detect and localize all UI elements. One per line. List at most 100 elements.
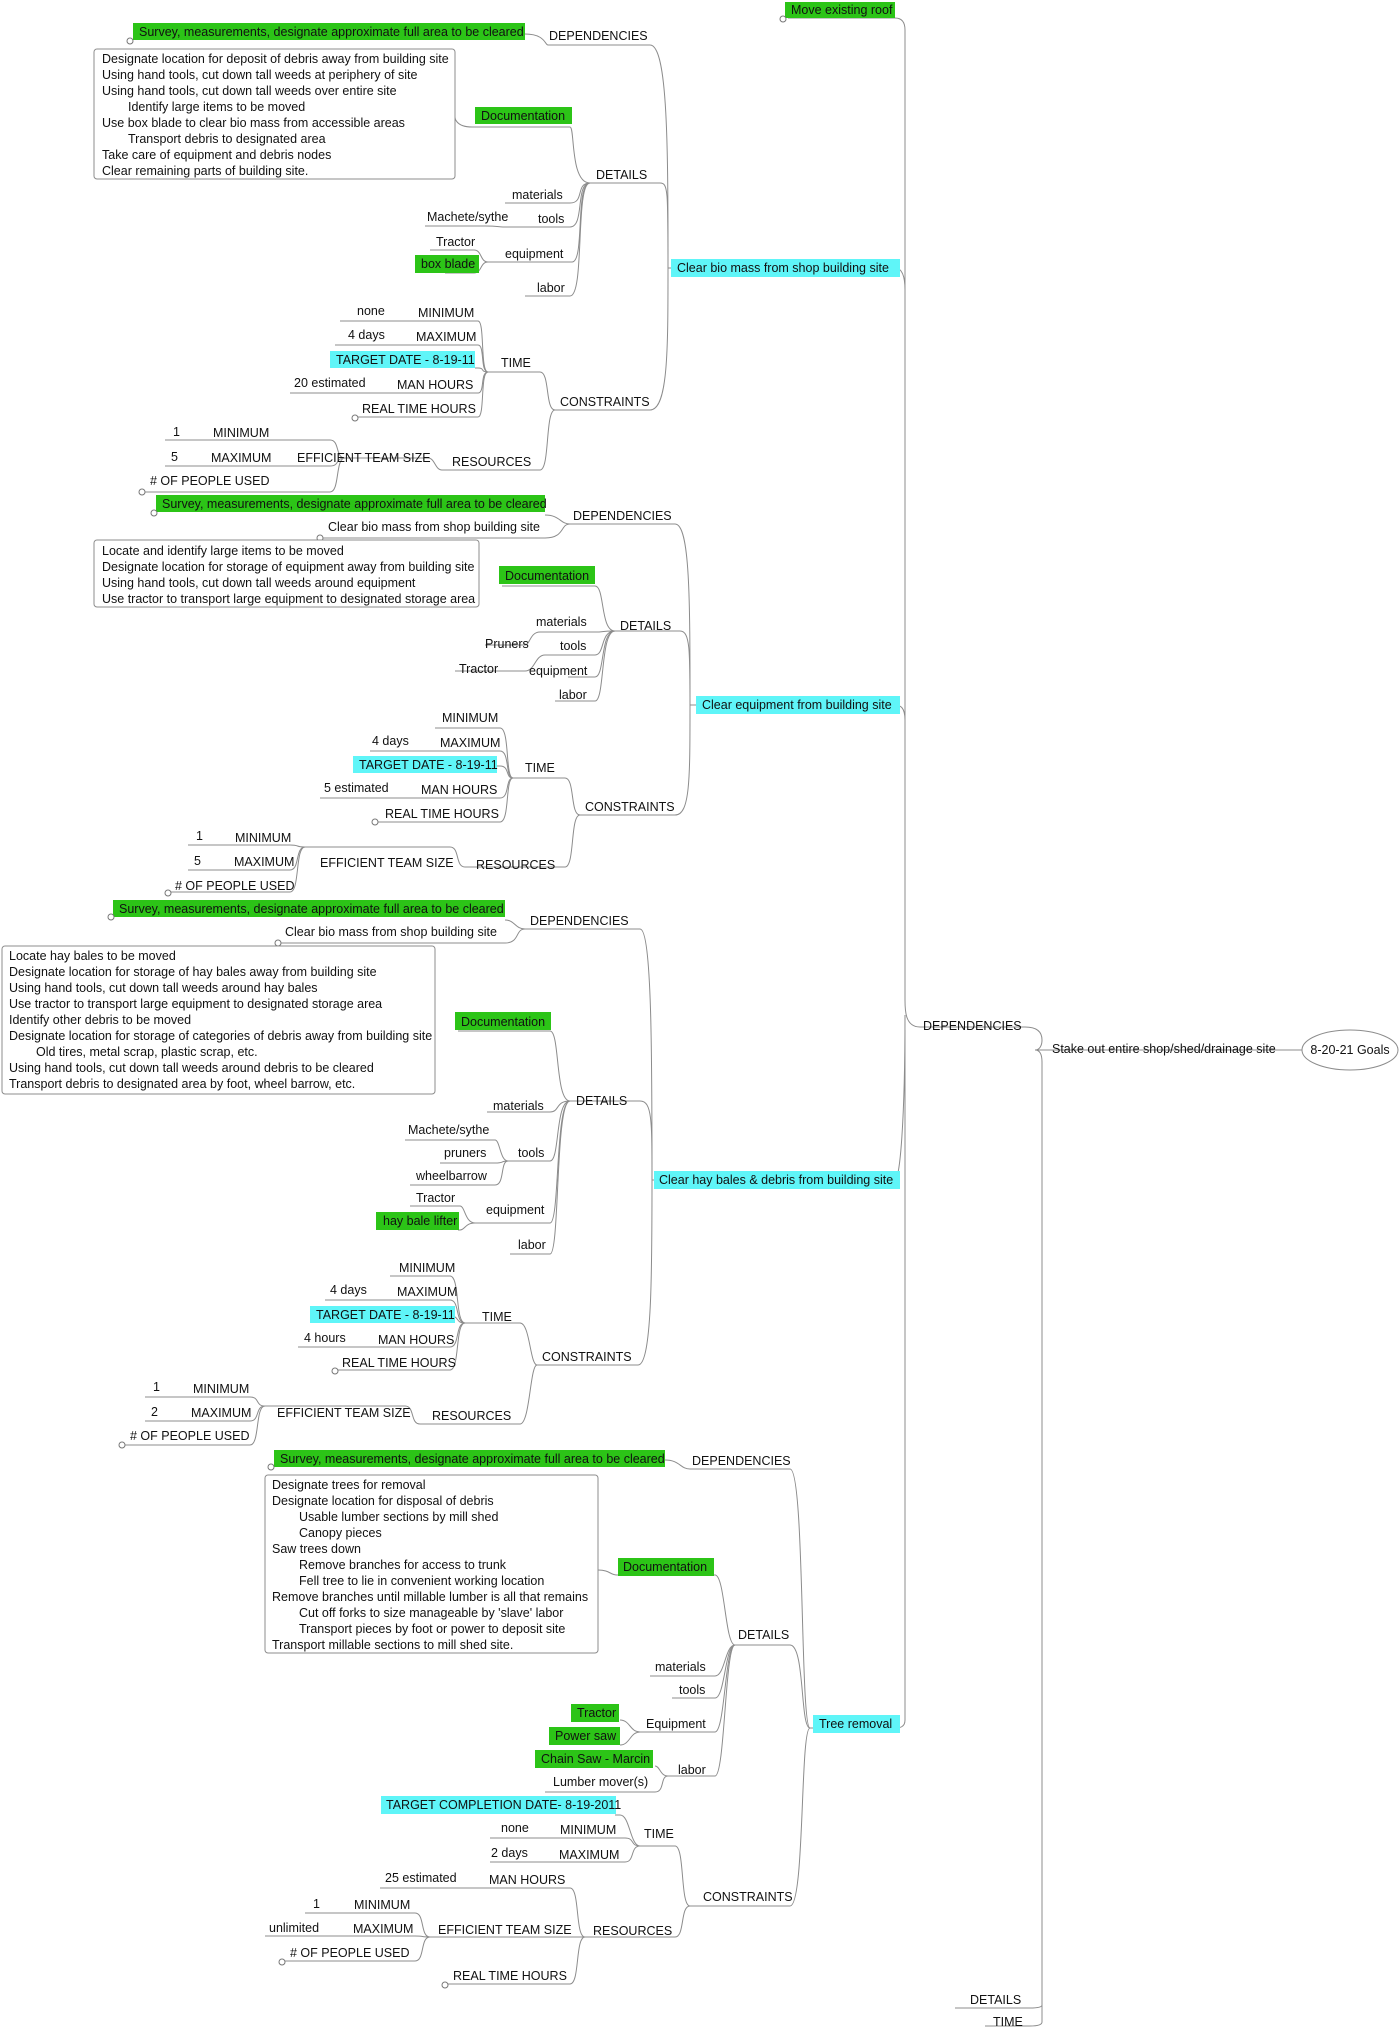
branch1-dependencies[interactable]: DEPENDENCIES <box>549 29 648 43</box>
branch1-real-time-dot[interactable] <box>351 414 359 422</box>
branch2-dep-survey[interactable]: Survey, measurements, designate approxim… <box>162 497 547 511</box>
branch4-maximum[interactable]: MAXIMUM <box>559 1848 619 1862</box>
branch2-equipment[interactable]: equipment <box>529 664 588 678</box>
branch4-team-max[interactable]: MAXIMUM <box>353 1922 413 1936</box>
branch1-team-min-val[interactable]: 1 <box>173 425 180 439</box>
branch1-time[interactable]: TIME <box>501 356 531 370</box>
branch3-people-dot[interactable] <box>118 1441 126 1449</box>
branch3-time[interactable]: TIME <box>482 1310 512 1324</box>
branch2-dep-survey-dot[interactable] <box>150 509 158 517</box>
branch4-real-time[interactable]: REAL TIME HOURS <box>453 1969 567 1983</box>
move-roof-collapse-dot[interactable] <box>779 15 787 23</box>
stakeout-node[interactable]: Stake out entire shop/shed/drainage site <box>1052 1042 1276 1056</box>
branch3-maximum[interactable]: MAXIMUM <box>397 1285 457 1299</box>
branch3-doc[interactable]: Documentation <box>461 1015 545 1029</box>
branch4-resources[interactable]: RESOURCES <box>593 1924 672 1938</box>
branch4-man-val[interactable]: 25 estimated <box>385 1871 457 1885</box>
branch4-max-val[interactable]: 2 days <box>491 1846 528 1860</box>
branch4-materials[interactable]: materials <box>655 1660 706 1674</box>
branch4-labor-mover[interactable]: Lumber mover(s) <box>553 1775 648 1789</box>
branch3-title[interactable]: Clear hay bales & debris from building s… <box>659 1173 893 1187</box>
branch4-dep-survey-dot[interactable] <box>267 1463 275 1471</box>
branch1-real-time[interactable]: REAL TIME HOURS <box>362 402 476 416</box>
branch1-man-val[interactable]: 20 estimated <box>294 376 366 390</box>
branch1-equip-tractor[interactable]: Tractor <box>436 235 475 249</box>
branch2-team-min-val[interactable]: 1 <box>196 829 203 843</box>
branch1-man-hours[interactable]: MAN HOURS <box>397 378 473 392</box>
branch1-dep-survey-dot[interactable] <box>126 37 134 45</box>
branch1-team-max[interactable]: MAXIMUM <box>211 451 271 465</box>
branch2-team-max[interactable]: MAXIMUM <box>234 855 294 869</box>
branch1-dep-survey[interactable]: Survey, measurements, designate approxim… <box>139 25 524 39</box>
branch3-equipment[interactable]: equipment <box>486 1203 545 1217</box>
branch4-man-hours[interactable]: MAN HOURS <box>489 1873 565 1887</box>
branch1-team[interactable]: EFFICIENT TEAM SIZE <box>297 451 431 465</box>
branch3-tools-item-1[interactable]: pruners <box>444 1146 486 1160</box>
branch3-man-val[interactable]: 4 hours <box>304 1331 346 1345</box>
branch2-maximum[interactable]: MAXIMUM <box>440 736 500 750</box>
branch2-tools[interactable]: tools <box>560 639 586 653</box>
branch2-doc[interactable]: Documentation <box>505 569 589 583</box>
branch4-doc[interactable]: Documentation <box>623 1560 707 1574</box>
root-node[interactable]: 8-20-21 Goals <box>1310 1043 1389 1057</box>
branch2-equip-item[interactable]: Tractor <box>459 662 498 676</box>
branch1-materials[interactable]: materials <box>512 188 563 202</box>
branch4-target[interactable]: TARGET COMPLETION DATE- 8-19-2011 <box>386 1798 621 1812</box>
branch1-team-max-val[interactable]: 5 <box>171 450 178 464</box>
branch3-max-val[interactable]: 4 days <box>330 1283 367 1297</box>
branch3-people[interactable]: # OF PEOPLE USED <box>130 1429 249 1443</box>
branch3-real-time[interactable]: REAL TIME HOURS <box>342 1356 456 1370</box>
branch1-details[interactable]: DETAILS <box>596 168 647 182</box>
branch3-equip-tractor[interactable]: Tractor <box>416 1191 455 1205</box>
branch3-minimum[interactable]: MINIMUM <box>399 1261 455 1275</box>
branch4-labor-chainsaw[interactable]: Chain Saw - Marcin <box>541 1752 650 1766</box>
branch3-materials[interactable]: materials <box>493 1099 544 1113</box>
branch1-labor[interactable]: labor <box>537 281 565 295</box>
branch1-min-val[interactable]: none <box>357 304 385 318</box>
branch4-team-min-val[interactable]: 1 <box>313 1897 320 1911</box>
branch4-equipment[interactable]: Equipment <box>646 1717 706 1731</box>
branch2-people[interactable]: # OF PEOPLE USED <box>175 879 294 893</box>
top-time-node[interactable]: TIME <box>993 2015 1023 2029</box>
branch2-constraints[interactable]: CONSTRAINTS <box>585 800 675 814</box>
branch4-tools[interactable]: tools <box>679 1683 705 1697</box>
branch4-details[interactable]: DETAILS <box>738 1628 789 1642</box>
branch3-team-min-val[interactable]: 1 <box>153 1380 160 1394</box>
branch4-dep-survey[interactable]: Survey, measurements, designate approxim… <box>280 1452 665 1466</box>
branch2-man-val[interactable]: 5 estimated <box>324 781 389 795</box>
branch2-team-min[interactable]: MINIMUM <box>235 831 291 845</box>
branch1-target[interactable]: TARGET DATE - 8-19-11 <box>336 353 475 367</box>
branch3-team-max[interactable]: MAXIMUM <box>191 1406 251 1420</box>
branch4-people-dot[interactable] <box>278 1958 286 1966</box>
branch2-materials[interactable]: materials <box>536 615 587 629</box>
branch4-minimum[interactable]: MINIMUM <box>560 1823 616 1837</box>
branch1-people-dot[interactable] <box>138 488 146 496</box>
branch4-labor[interactable]: labor <box>678 1763 706 1777</box>
branch2-resources[interactable]: RESOURCES <box>476 858 555 872</box>
branch3-team-min[interactable]: MINIMUM <box>193 1382 249 1396</box>
branch4-constraints[interactable]: CONSTRAINTS <box>703 1890 793 1904</box>
branch1-people[interactable]: # OF PEOPLE USED <box>150 474 269 488</box>
branch3-dep-survey[interactable]: Survey, measurements, designate approxim… <box>119 902 504 916</box>
branch4-real-time-dot[interactable] <box>441 1981 449 1989</box>
branch2-real-time[interactable]: REAL TIME HOURS <box>385 807 499 821</box>
branch2-details[interactable]: DETAILS <box>620 619 671 633</box>
branch1-maximum[interactable]: MAXIMUM <box>416 330 476 344</box>
branch2-max-val[interactable]: 4 days <box>372 734 409 748</box>
branch4-min-val[interactable]: none <box>501 1821 529 1835</box>
branch4-team[interactable]: EFFICIENT TEAM SIZE <box>438 1923 572 1937</box>
branch3-tools-item-2[interactable]: wheelbarrow <box>415 1169 488 1183</box>
branch3-dep-survey-dot[interactable] <box>107 913 115 921</box>
branch3-details[interactable]: DETAILS <box>576 1094 627 1108</box>
branch1-tools[interactable]: tools <box>538 212 564 226</box>
branch1-equip-boxblade[interactable]: box blade <box>421 257 475 271</box>
branch4-equip-powersaw[interactable]: Power saw <box>555 1729 617 1743</box>
top-dependencies-node[interactable]: DEPENDENCIES <box>923 1019 1022 1033</box>
branch3-real-time-dot[interactable] <box>331 1367 339 1375</box>
branch1-minimum[interactable]: MINIMUM <box>418 306 474 320</box>
branch2-title[interactable]: Clear equipment from building site <box>702 698 892 712</box>
branch1-tools-item[interactable]: Machete/sythe <box>427 210 508 224</box>
branch2-minimum[interactable]: MINIMUM <box>442 711 498 725</box>
branch4-dependencies[interactable]: DEPENDENCIES <box>692 1454 791 1468</box>
branch1-title[interactable]: Clear bio mass from shop building site <box>677 261 889 275</box>
